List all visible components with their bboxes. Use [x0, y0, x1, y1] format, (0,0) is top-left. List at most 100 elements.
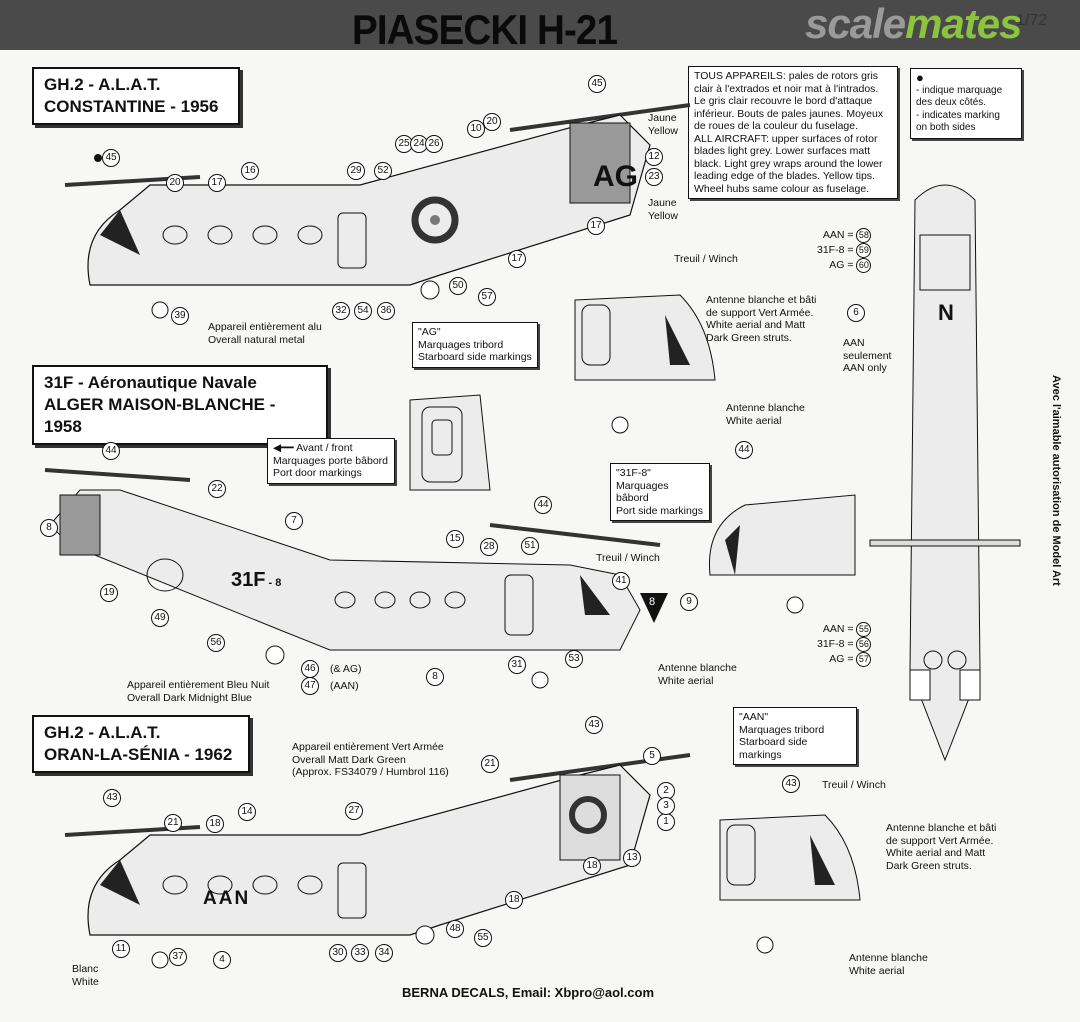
sheet-number: 1/72: [1016, 12, 1048, 29]
callout: 55: [474, 929, 492, 947]
top-view-codes-upper: AAN = 58 31F-8 = 59 AG = 60: [817, 228, 872, 273]
callout: 21: [164, 814, 182, 832]
note-47: (AAN): [330, 680, 359, 692]
header-bar: PIASECKI H-21 scalemates 1/72: [0, 0, 1080, 53]
label-winch-2: Treuil / Winch: [596, 552, 660, 564]
callout: 31: [508, 656, 526, 674]
callout: 47: [301, 677, 319, 695]
callout: 7: [285, 512, 303, 530]
code-ag: AG: [593, 160, 638, 193]
callout: 44: [735, 441, 753, 459]
arrow-left-icon: ◀━━: [273, 442, 294, 454]
callout: 49: [151, 609, 169, 627]
callout: 45: [588, 75, 606, 93]
callout: 56: [207, 634, 225, 652]
callout: 52: [374, 162, 392, 180]
callout: 32: [332, 302, 350, 320]
callout: 12: [645, 148, 663, 166]
callout: 57: [478, 288, 496, 306]
callout: 44: [102, 442, 120, 460]
top-view-codes-lower: AAN = 55 31F-8 = 56 AG = 57: [817, 622, 872, 667]
callout: 17: [587, 217, 605, 235]
callout: 9: [680, 593, 698, 611]
callout: 20: [166, 174, 184, 192]
callout: 17: [508, 250, 526, 268]
callout: 11: [112, 940, 130, 958]
callout: 8: [426, 668, 444, 686]
triangle-marking-8: [640, 593, 668, 623]
callout: 20: [483, 113, 501, 131]
callout: 19: [100, 584, 118, 602]
callout: 6: [847, 304, 865, 322]
callout: 4: [213, 951, 231, 969]
callout: 54: [354, 302, 372, 320]
nose-detail-ag: [574, 294, 716, 434]
callout: 33: [351, 944, 369, 962]
helicopter-constantine-side: [64, 103, 691, 319]
callout: 17: [208, 174, 226, 192]
callout: 36: [377, 302, 395, 320]
callout: 14: [238, 803, 256, 821]
label-winch-1: Treuil / Winch: [674, 253, 738, 265]
callout: 16: [241, 162, 259, 180]
label-winch-3: Treuil / Winch: [822, 779, 886, 791]
callout: 44: [534, 496, 552, 514]
callout: 28: [480, 538, 498, 556]
nose-detail-31f: [708, 494, 856, 614]
callout: 3: [657, 797, 675, 815]
callout: 46: [301, 660, 319, 678]
credit-vertical: Avec l'aimable autorisation de Model Art: [1050, 375, 1062, 586]
callout: 8: [40, 519, 58, 537]
callout: 43: [103, 789, 121, 807]
helicopter-algiers-side: [44, 468, 661, 689]
callout: 30: [329, 944, 347, 962]
callout: 45: [102, 149, 120, 167]
callout: 15: [446, 530, 464, 548]
callout: 21: [481, 755, 499, 773]
callout: 51: [521, 537, 539, 555]
callout: 13: [623, 849, 641, 867]
callout: 34: [375, 944, 393, 962]
code-aan: AAN: [203, 888, 251, 909]
sheet-title: PIASECKI H-21: [352, 6, 618, 53]
callout: 53: [565, 650, 583, 668]
callout: 18: [583, 857, 601, 875]
callout: 18: [505, 891, 523, 909]
both-sides-dot: [94, 154, 102, 162]
top-view-code-n: N: [938, 300, 954, 325]
callout: 41: [612, 572, 630, 590]
callout: 27: [345, 802, 363, 820]
callout: 23: [645, 168, 663, 186]
callout: 43: [782, 775, 800, 793]
scheme-1-title: GH.2 - A.L.A.T.CONSTANTINE - 1956: [32, 67, 240, 125]
callout: 1: [657, 813, 675, 831]
code-31f-8: 31F - 8: [231, 569, 282, 591]
door-detail-31f: [409, 394, 491, 491]
bullet-icon: ●: [916, 70, 924, 85]
callout: 22: [208, 480, 226, 498]
triangle-number: 8: [649, 596, 656, 608]
footer-credit: BERNA DECALS, Email: Xbpro@aol.com: [402, 985, 655, 1000]
scheme-3-title: GH.2 - A.L.A.T.ORAN-LA-SÉNIA - 1962: [32, 715, 250, 773]
callout: 5: [643, 747, 661, 765]
nose-detail-aan: [719, 814, 861, 954]
callout: 39: [171, 307, 189, 325]
